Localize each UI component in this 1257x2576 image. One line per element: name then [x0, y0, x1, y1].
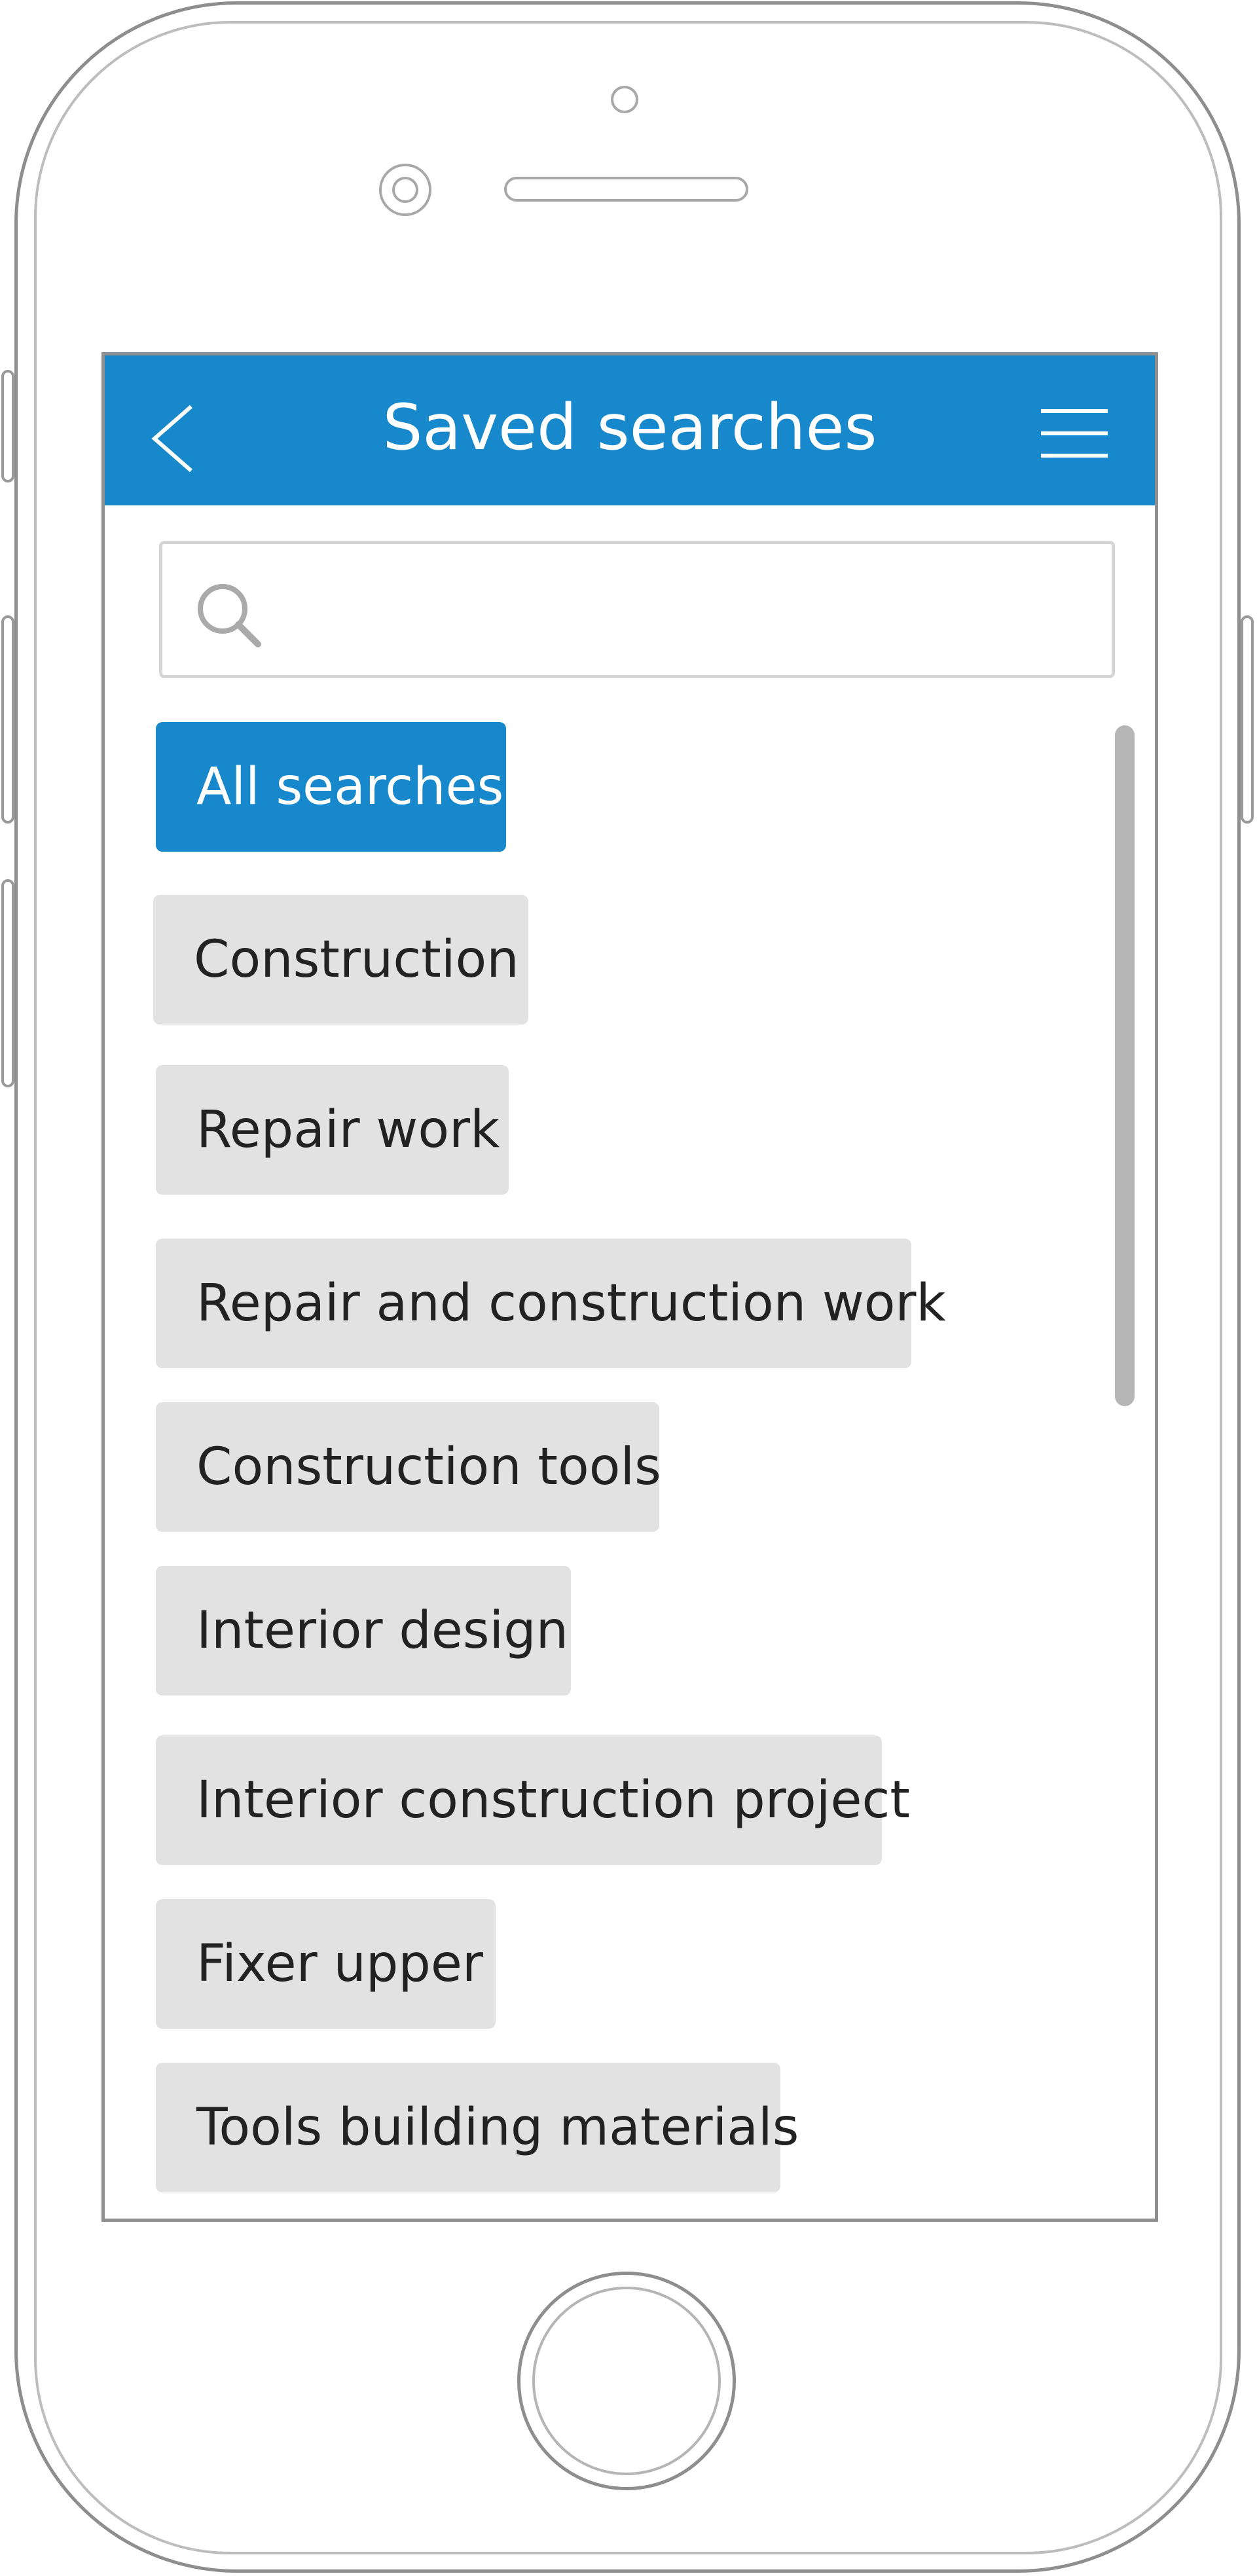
search-icon — [198, 584, 261, 647]
chevron-left-icon — [151, 405, 192, 473]
search-chip-all-searches[interactable]: All searches — [156, 722, 506, 852]
volume-up-button — [1, 615, 14, 824]
search-chip-tools-building-materials[interactable]: Tools building materials — [156, 2063, 799, 2192]
hamburger-menu-icon — [1041, 409, 1108, 413]
volume-down-button — [1, 879, 14, 1087]
front-camera — [379, 164, 431, 216]
proximity-sensor — [611, 86, 638, 113]
search-chip-construction[interactable]: Construction — [153, 895, 528, 1025]
phone-screen: Saved searches All searches Construction… — [101, 352, 1158, 2222]
page-title: Saved searches — [382, 391, 877, 464]
search-field[interactable] — [159, 541, 1115, 678]
search-chip-interior-design[interactable]: Interior design — [156, 1566, 571, 1696]
search-chip-fixer-upper[interactable]: Fixer upper — [156, 1899, 496, 2029]
back-button[interactable] — [145, 403, 204, 475]
power-button — [1241, 615, 1254, 824]
home-button[interactable] — [517, 2272, 736, 2490]
earpiece-speaker — [504, 177, 748, 202]
search-chip-repair-and-construction-work[interactable]: Repair and construction work — [156, 1239, 946, 1368]
menu-button[interactable] — [1041, 409, 1113, 462]
mute-switch — [1, 370, 14, 482]
search-chip-construction-tools[interactable]: Construction tools — [156, 1402, 661, 1532]
phone-bezel — [34, 21, 1222, 2554]
search-chip-repair-work[interactable]: Repair work — [156, 1065, 509, 1195]
search-input[interactable] — [287, 564, 1095, 657]
search-chip-interior-construction-project[interactable]: Interior construction project — [156, 1735, 910, 1865]
list-scrollbar[interactable] — [1115, 725, 1135, 1406]
app-header: Saved searches — [105, 355, 1155, 505]
